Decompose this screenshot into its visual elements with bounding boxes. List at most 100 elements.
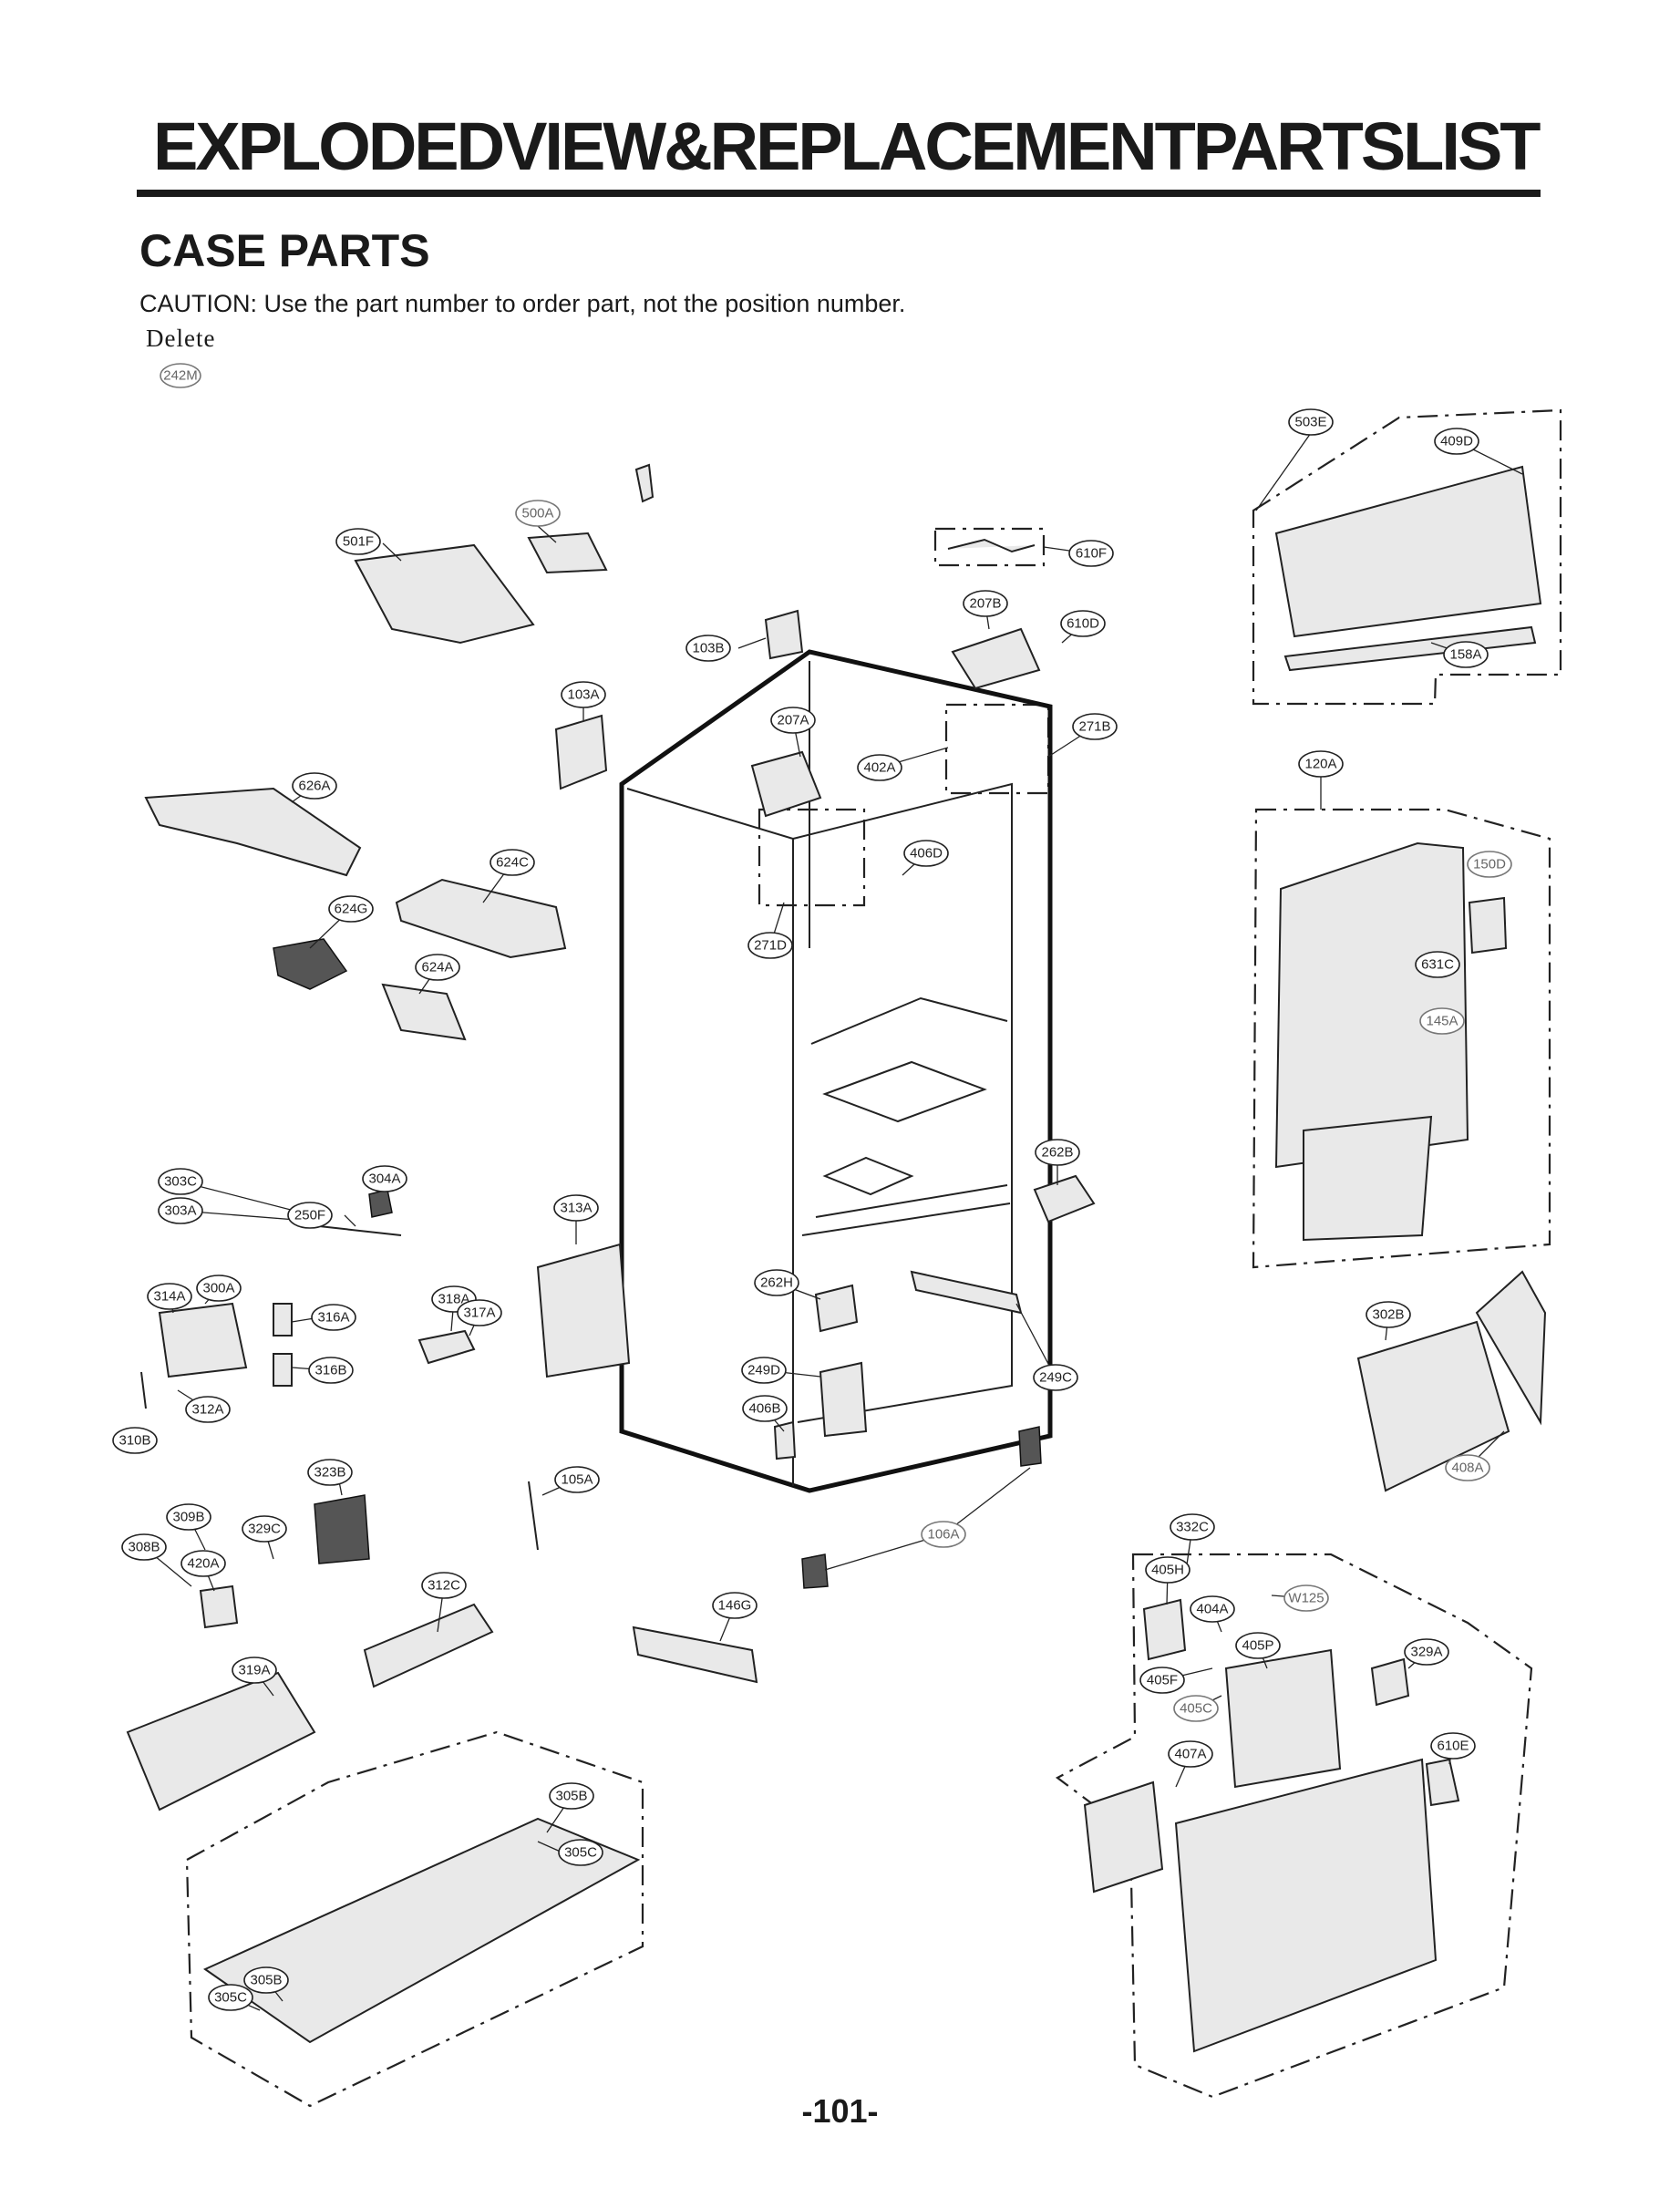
callout-316a: 316A [311,1304,356,1331]
callout-120a: 120A [1298,750,1344,778]
relay-304a-part [368,1189,393,1218]
filter-624a-part [381,983,467,1041]
callout-150d: 150D [1467,851,1512,878]
svg-text:319A: 319A [238,1663,270,1678]
svg-text:329C: 329C [248,1522,281,1537]
wire-harness-part [947,538,1036,553]
control-lower-part [1303,1115,1433,1242]
svg-text:312C: 312C [428,1578,460,1594]
hinge-right-boundary [944,703,1050,795]
callout-207a: 207A [770,707,816,734]
svg-text:305C: 305C [214,1990,247,2006]
hinge-left-boundary [758,808,866,907]
title-rule [137,190,1541,197]
svg-text:626A: 626A [298,779,330,794]
svg-text:406B: 406B [748,1401,780,1417]
evaporator-cover-part [1174,1758,1438,2053]
svg-text:318A: 318A [438,1292,469,1307]
callout-305b: 305B [549,1782,594,1810]
svg-text:250F: 250F [294,1208,325,1223]
callout-406d: 406D [903,840,949,867]
callout-207b: 207B [963,590,1008,617]
svg-text:313A: 313A [560,1201,592,1216]
svg-text:405H: 405H [1151,1563,1184,1578]
refrigerator-cabinet [619,649,1053,1493]
svg-text:332C: 332C [1176,1520,1209,1535]
callout-624c: 624C [490,849,535,876]
valve-318a-part [417,1329,476,1365]
svg-text:309B: 309B [172,1510,204,1525]
callout-405p: 405P [1235,1632,1281,1659]
svg-text:145A: 145A [1426,1014,1458,1029]
svg-text:624G: 624G [335,902,368,917]
callout-305c: 305C [208,1984,253,2011]
callout-402a: 402A [857,754,902,781]
svg-text:610E: 610E [1437,1739,1469,1754]
delete-note: Delete [146,325,216,352]
callout-329a: 329A [1404,1638,1449,1666]
svg-text:262H: 262H [760,1275,793,1291]
svg-text:262B: 262B [1041,1145,1073,1161]
callout-249c: 249C [1033,1364,1078,1391]
callout-316b: 316B [308,1357,354,1384]
hinge-262b-part [1033,1174,1096,1223]
svg-text:303A: 303A [164,1203,196,1219]
callout-420a: 420A [180,1550,226,1577]
svg-text:146G: 146G [718,1598,752,1614]
callout-271d: 271D [747,932,793,959]
callout-w125: W125 [1283,1584,1329,1612]
drain-319a-part [126,1671,316,1811]
svg-text:106A: 106A [927,1527,959,1543]
callout-308b: 308B [121,1533,167,1561]
pipe-310b-part [140,1371,147,1409]
overload-316b-part [273,1353,293,1387]
callout-312c: 312C [421,1572,467,1599]
caution-note: CAUTION: Use the part number to order pa… [139,290,906,317]
svg-text:300A: 300A [202,1281,234,1296]
rail-249c-part [910,1270,1023,1315]
svg-text:242M: 242M [163,368,198,384]
callout-404a: 404A [1190,1595,1235,1623]
svg-text:610F: 610F [1076,546,1107,562]
svg-text:249C: 249C [1039,1370,1072,1386]
hinge-cover-part [764,609,804,660]
bracket-406b-part [773,1420,797,1460]
callout-408a: 408A [1445,1454,1490,1481]
callout-318a: 318A [431,1285,477,1313]
callout-319a: 319A [232,1656,277,1684]
svg-text:150D: 150D [1473,857,1506,872]
svg-text:631C: 631C [1421,957,1454,973]
callout-250f: 250F [287,1202,333,1229]
callout-610f: 610F [1068,540,1114,567]
svg-text:158A: 158A [1449,647,1481,663]
condenser-302b-part [1356,1320,1510,1492]
pcb-part [527,532,608,574]
top-cover-409d-part [1274,465,1542,638]
svg-text:271D: 271D [754,938,787,954]
compressor-part [158,1302,248,1378]
svg-text:420A: 420A [187,1556,219,1572]
svg-text:316A: 316A [317,1310,349,1326]
callout-631c: 631C [1415,951,1460,978]
callout-310b: 310B [112,1427,158,1454]
callout-406b: 406B [742,1395,788,1422]
callout-layer: 503E409D158A610F500A501F207B610D103B103A… [112,408,1512,2011]
callout-302b: 302B [1366,1301,1411,1328]
svg-text:406D: 406D [910,846,943,862]
callout-271b: 271B [1072,713,1118,740]
svg-text:405F: 405F [1147,1673,1178,1688]
cover-249d-part [819,1361,868,1438]
hinge-262h-part [814,1284,859,1333]
gasket-158a-part [1283,625,1537,672]
svg-text:303C: 303C [164,1174,197,1190]
svg-text:120A: 120A [1304,757,1336,772]
duct-312c-part [363,1603,494,1688]
svg-text:305B: 305B [555,1789,587,1804]
callout-146g: 146G [712,1592,758,1619]
callout-314a: 314A [147,1283,192,1310]
fan-blade-329a-part [1370,1657,1410,1707]
callout-249d: 249D [741,1357,787,1384]
cover-103a-part [554,714,608,790]
callout-323b: 323B [307,1459,353,1486]
